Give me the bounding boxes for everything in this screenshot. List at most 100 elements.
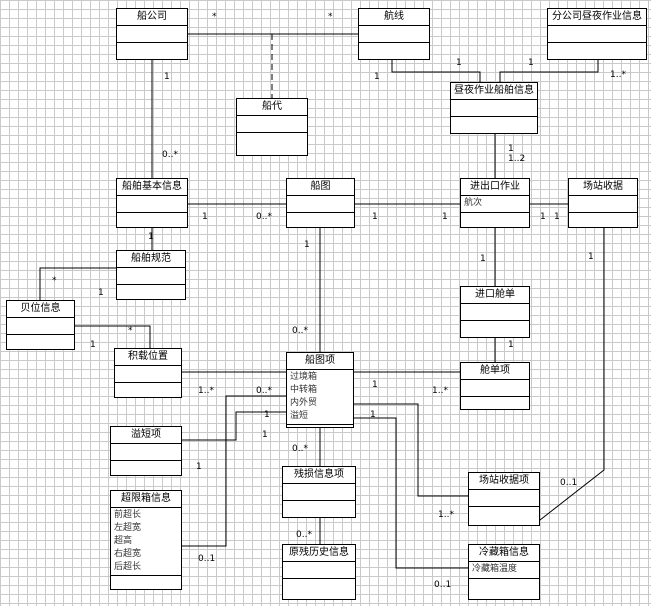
attribute-compartment: 过境箱 中转箱 内外贸 溢短 bbox=[287, 370, 353, 425]
multiplicity-label: 1 bbox=[554, 212, 560, 222]
attribute-compartment bbox=[569, 196, 637, 213]
attribute-compartment bbox=[117, 26, 187, 43]
class-title: 场站收据项 bbox=[469, 473, 539, 490]
multiplicity-label: * bbox=[52, 276, 57, 286]
multiplicity-label: 0..1 bbox=[198, 554, 216, 564]
class-agent[interactable]: 船代 bbox=[236, 98, 308, 156]
multiplicity-label: 1 bbox=[264, 410, 270, 420]
assoc-spec-bay bbox=[39, 267, 116, 300]
class-oog-info[interactable]: 超限箱信息 前超长 左超宽 超高 右超宽 后超长 bbox=[110, 490, 182, 590]
class-title: 船舶基本信息 bbox=[117, 179, 187, 196]
attribute: 过境箱 bbox=[290, 372, 318, 382]
attribute: 前超长 bbox=[114, 510, 142, 520]
class-title: 场站收据 bbox=[569, 179, 637, 196]
class-title: 分公司昼夜作业信息 bbox=[548, 9, 646, 26]
assoc-bay-load bbox=[75, 325, 151, 348]
attribute: 中转箱 bbox=[290, 385, 318, 395]
attribute: 航次 bbox=[464, 198, 483, 208]
multiplicity-label: 0..* bbox=[256, 386, 272, 396]
multiplicity-label: 1 bbox=[262, 430, 268, 440]
class-route[interactable]: 航线 bbox=[358, 8, 430, 60]
multiplicity-label: 1 bbox=[164, 72, 170, 82]
class-plan-item[interactable]: 船图项 过境箱 中转箱 内外贸 溢短 bbox=[286, 352, 354, 428]
class-title: 船图项 bbox=[287, 353, 353, 370]
multiplicity-label: 0..* bbox=[162, 150, 178, 160]
multiplicity-label: * bbox=[328, 12, 333, 22]
multiplicity-label: 0..1 bbox=[434, 580, 452, 590]
class-title: 昼夜作业船舶信息 bbox=[451, 83, 537, 100]
class-title: 船公司 bbox=[117, 9, 187, 26]
class-damage-history[interactable]: 原残历史信息 bbox=[282, 544, 356, 600]
attribute-compartment bbox=[117, 268, 185, 285]
attribute-compartment bbox=[287, 196, 354, 213]
multiplicity-label: * bbox=[128, 326, 133, 336]
class-yard-receipt[interactable]: 场站收据 bbox=[568, 178, 638, 228]
multiplicity-label: 1 bbox=[98, 288, 104, 298]
assoc-route-nightship bbox=[391, 58, 481, 82]
multiplicity-label: 0..* bbox=[296, 530, 312, 540]
class-import-manifest[interactable]: 进口舱单 bbox=[460, 286, 530, 338]
class-reefer-info[interactable]: 冷藏箱信息 冷藏箱温度 bbox=[468, 544, 540, 600]
class-title: 残损信息项 bbox=[283, 467, 355, 484]
attribute: 后超长 bbox=[114, 562, 142, 572]
class-title: 积载位置 bbox=[115, 349, 181, 366]
attribute-compartment: 前超长 左超宽 超高 右超宽 后超长 bbox=[111, 508, 181, 576]
multiplicity-label: 1 bbox=[148, 232, 154, 242]
class-stowage-plan[interactable]: 船图 bbox=[286, 178, 355, 228]
multiplicity-label: 0..* bbox=[292, 326, 308, 336]
multiplicity-label: 1 bbox=[372, 212, 378, 222]
assoc-item-oog bbox=[182, 395, 286, 547]
attribute-compartment bbox=[451, 100, 537, 117]
attribute-compartment bbox=[237, 116, 307, 133]
class-title: 船代 bbox=[237, 99, 307, 116]
attribute-compartment bbox=[283, 562, 355, 579]
assoc-item-reefer bbox=[354, 417, 468, 569]
attribute-compartment bbox=[283, 484, 355, 501]
attribute-compartment bbox=[548, 26, 646, 43]
attribute-compartment bbox=[7, 318, 74, 335]
attribute: 超高 bbox=[114, 536, 133, 546]
attribute-compartment bbox=[461, 304, 529, 321]
multiplicity-label: 1..* bbox=[610, 70, 626, 80]
multiplicity-label: * bbox=[212, 12, 217, 22]
class-title: 贝位信息 bbox=[7, 301, 74, 318]
class-damage-info[interactable]: 残损信息项 bbox=[282, 466, 356, 518]
class-branch-night[interactable]: 分公司昼夜作业信息 bbox=[547, 8, 647, 60]
class-title: 船图 bbox=[287, 179, 354, 196]
class-yard-item[interactable]: 场站收据项 bbox=[468, 472, 540, 526]
class-title: 船舶规范 bbox=[117, 251, 185, 268]
multiplicity-label: 1 bbox=[374, 72, 380, 82]
class-ship-spec[interactable]: 船舶规范 bbox=[116, 250, 186, 300]
multiplicity-label: 1..* bbox=[432, 386, 448, 396]
multiplicity-label: 1 bbox=[196, 462, 202, 472]
attribute-compartment bbox=[359, 26, 429, 43]
class-night-ship[interactable]: 昼夜作业船舶信息 bbox=[450, 82, 538, 134]
assoc-branch-nightship bbox=[499, 58, 599, 82]
multiplicity-label: 1 bbox=[372, 380, 378, 390]
multiplicity-label: 1 bbox=[442, 212, 448, 222]
class-load-position[interactable]: 积载位置 bbox=[114, 348, 182, 398]
attribute-compartment bbox=[461, 380, 529, 397]
multiplicity-label: 1..* bbox=[198, 386, 214, 396]
class-company[interactable]: 船公司 bbox=[116, 8, 188, 60]
class-bay-info[interactable]: 贝位信息 bbox=[6, 300, 75, 350]
multiplicity-label: 1 bbox=[480, 254, 486, 264]
multiplicity-label: 1 bbox=[528, 58, 534, 68]
multiplicity-label: 1 bbox=[508, 144, 514, 154]
class-title: 冷藏箱信息 bbox=[469, 545, 539, 562]
multiplicity-label: 1 bbox=[588, 252, 594, 262]
class-manifest-item[interactable]: 舱单项 bbox=[460, 362, 530, 410]
multiplicity-label: 1 bbox=[508, 340, 514, 350]
attribute-compartment: 冷藏箱温度 bbox=[469, 562, 539, 579]
attribute: 冷藏箱温度 bbox=[472, 564, 518, 574]
class-title: 航线 bbox=[359, 9, 429, 26]
class-port-op[interactable]: 进出口作业 航次 bbox=[460, 178, 530, 228]
attribute: 右超宽 bbox=[114, 549, 142, 559]
class-title: 进出口作业 bbox=[461, 179, 529, 196]
class-title: 原残历史信息 bbox=[283, 545, 355, 562]
class-title: 溢短项 bbox=[111, 427, 181, 444]
class-shortage-item[interactable]: 溢短项 bbox=[110, 426, 182, 476]
multiplicity-label: 1 bbox=[370, 410, 376, 420]
class-ship-basic[interactable]: 船舶基本信息 bbox=[116, 178, 188, 228]
assoc-yard-item bbox=[539, 228, 605, 521]
